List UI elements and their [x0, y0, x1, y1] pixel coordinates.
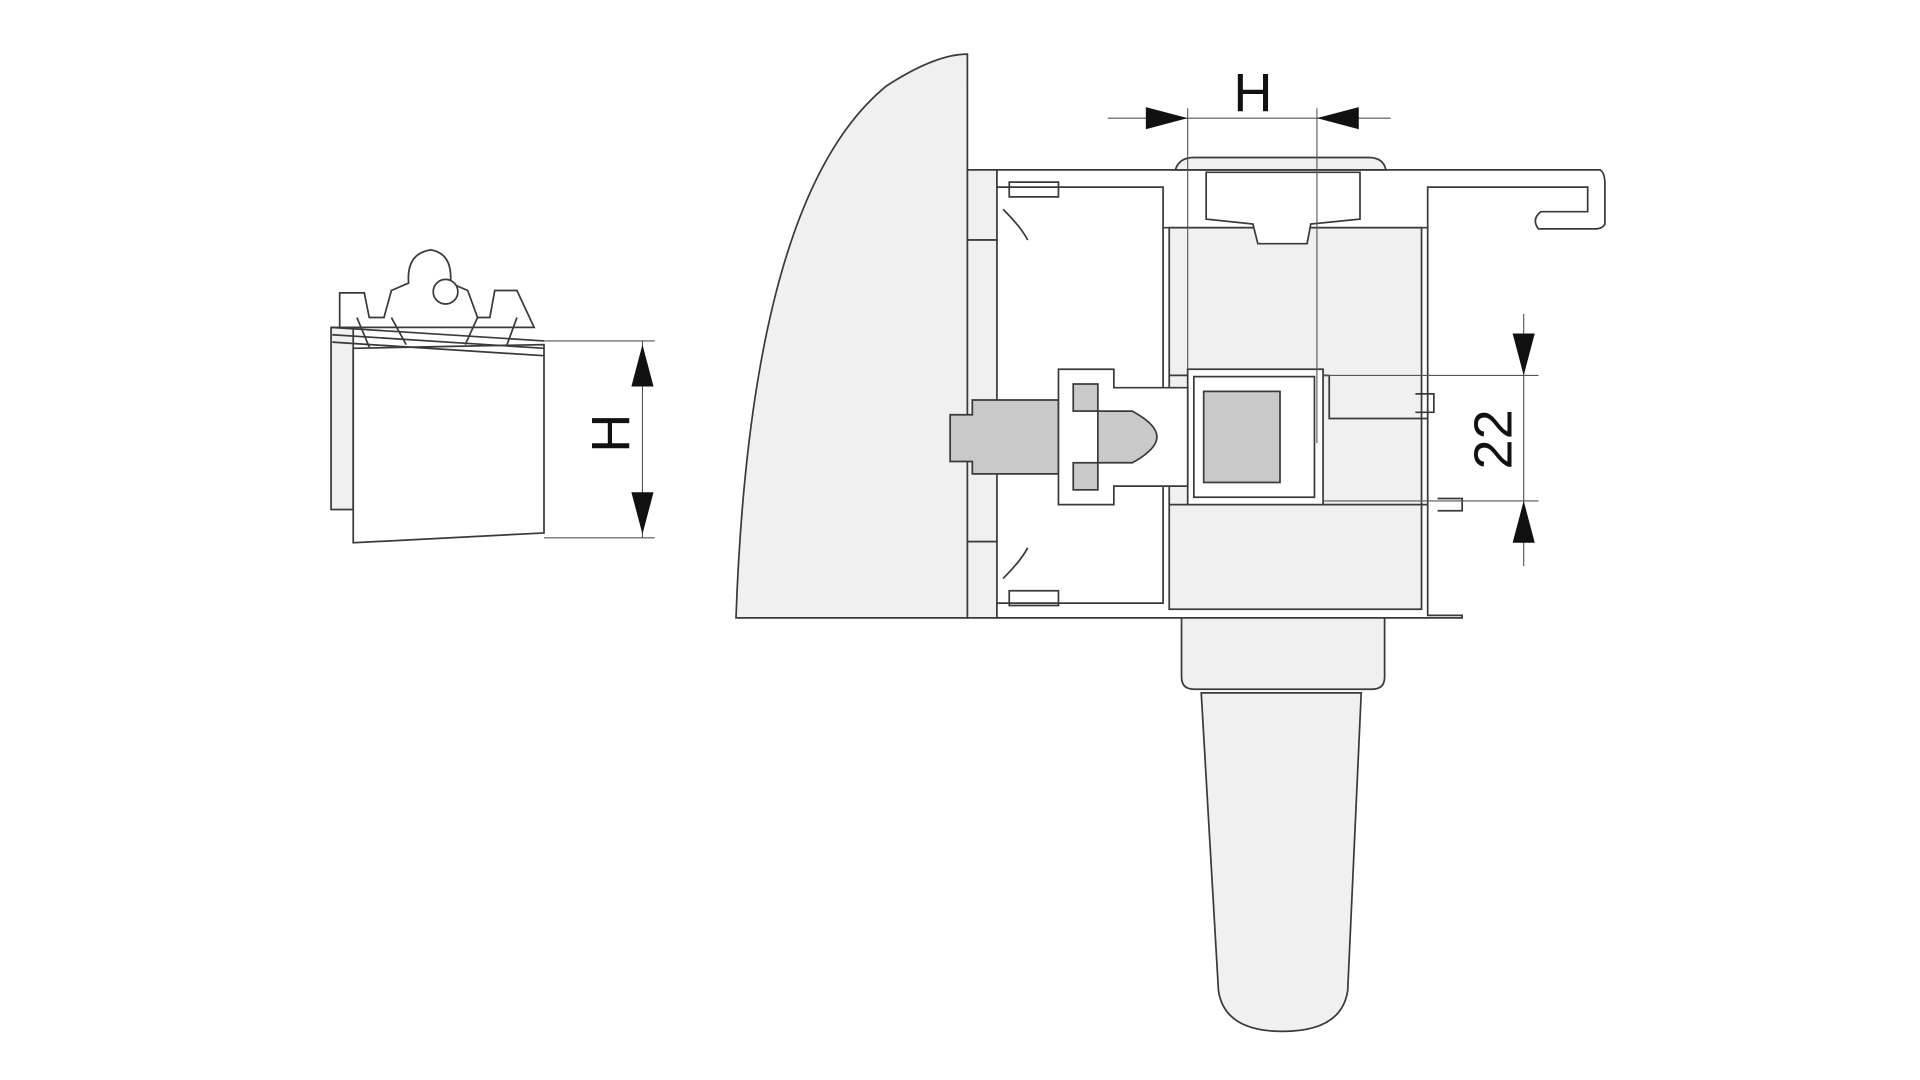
- door-leaf-section: [735, 53, 998, 619]
- top-h-dimension: H: [1107, 63, 1391, 444]
- latch-bolt: [949, 368, 1189, 506]
- handle-rose-cap: [1174, 156, 1387, 245]
- clip-component: [330, 248, 545, 544]
- door-handle: [1180, 616, 1386, 1033]
- clip-height-label: H: [581, 414, 641, 453]
- dimension-22: 22: [1323, 313, 1539, 567]
- dimension-22-label: 22: [1463, 409, 1523, 469]
- top-h-label: H: [1233, 63, 1272, 123]
- clip-height-dimension: H: [544, 340, 655, 539]
- lock-cylinder-insert: [1186, 368, 1324, 506]
